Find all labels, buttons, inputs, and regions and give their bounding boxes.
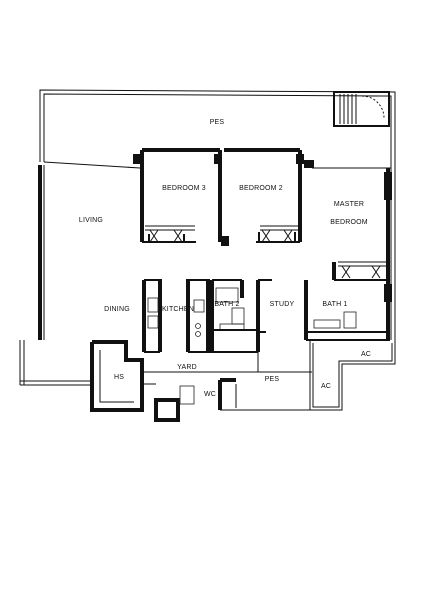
label-ac-upper: AC	[361, 351, 371, 358]
living-walls	[19, 165, 92, 386]
pes-boundary	[39, 89, 396, 346]
bedroom-2	[221, 148, 314, 246]
label-master-line2: BEDROOM	[330, 219, 368, 226]
household-shelter	[90, 340, 144, 412]
label-study: STUDY	[270, 301, 295, 308]
label-bedroom-3: BEDROOM 3	[162, 185, 206, 192]
bedroom-3	[133, 148, 222, 243]
label-pes-top: PES	[210, 119, 225, 126]
label-ac-lower: AC	[321, 383, 331, 390]
staircase	[333, 91, 390, 127]
study	[256, 279, 390, 352]
label-bedroom-2: BEDROOM 2	[239, 185, 283, 192]
label-hs: HS	[114, 374, 124, 381]
ac-ledges	[309, 340, 396, 411]
label-wc: WC	[204, 391, 216, 398]
bath-2	[210, 279, 256, 352]
label-bath-2: BATH 2	[214, 301, 239, 308]
kitchen	[142, 279, 258, 353]
label-dining: DINING	[104, 306, 130, 313]
label-pes-bottom: PES	[265, 376, 280, 383]
label-master-line1: MASTER	[334, 201, 364, 208]
label-yard: YARD	[177, 364, 197, 371]
label-kitchen: KITCHEN	[162, 306, 194, 313]
bath-1	[306, 311, 390, 341]
label-living: LIVING	[79, 217, 103, 224]
label-bath-1: BATH 1	[322, 301, 347, 308]
master-bedroom	[332, 168, 392, 340]
yard-wc	[141, 352, 312, 422]
